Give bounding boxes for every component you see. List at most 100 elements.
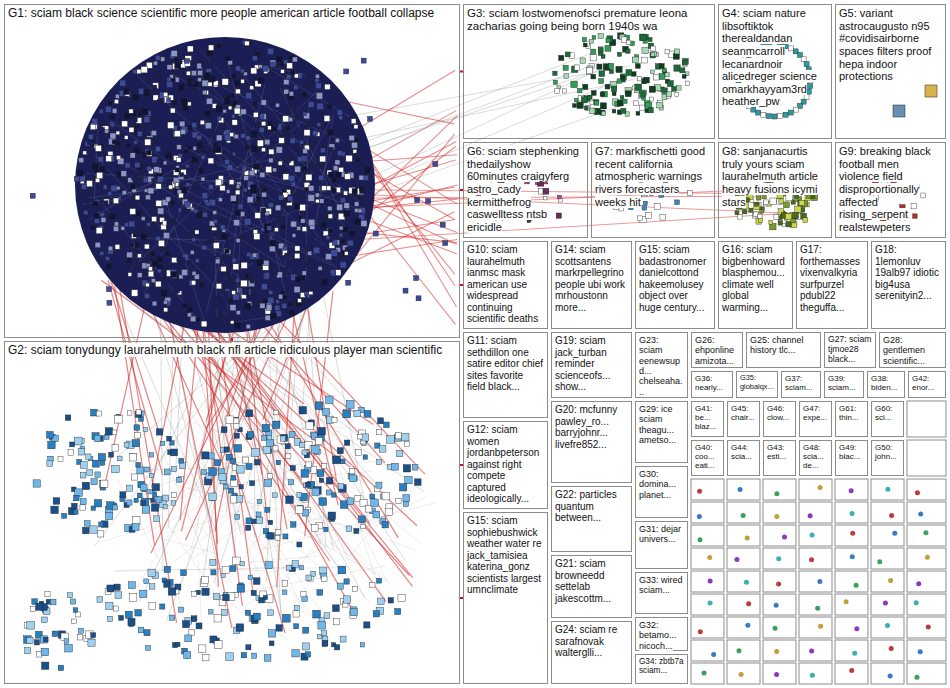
vertex-icon bbox=[799, 200, 804, 205]
vertex-icon bbox=[335, 160, 340, 165]
vertex-icon bbox=[285, 133, 291, 139]
vertex-icon bbox=[344, 210, 350, 216]
vertex-icon bbox=[108, 246, 112, 250]
vertex-icon bbox=[172, 166, 176, 170]
vertex-icon bbox=[260, 172, 265, 177]
vertex-icon bbox=[359, 175, 364, 180]
vertex-icon bbox=[253, 112, 258, 117]
vertex-icon bbox=[232, 120, 237, 125]
vertex-icon bbox=[125, 163, 130, 168]
vertex-icon bbox=[617, 79, 621, 83]
vertex-icon bbox=[113, 226, 118, 231]
vertex-icon bbox=[233, 418, 239, 424]
vertex-icon bbox=[27, 622, 35, 630]
edge-line bbox=[316, 118, 457, 204]
vertex-icon bbox=[316, 199, 320, 203]
vertex-icon bbox=[179, 258, 185, 264]
vertex-icon bbox=[757, 196, 761, 200]
vertex-icon bbox=[633, 101, 638, 106]
vertex-icon bbox=[309, 140, 315, 146]
vertex-icon bbox=[616, 66, 622, 72]
vertex-icon bbox=[412, 464, 418, 470]
vertex-icon bbox=[105, 512, 112, 519]
vertex-icon bbox=[338, 566, 346, 574]
vertex-icon bbox=[101, 480, 108, 487]
vertex-icon bbox=[171, 449, 178, 456]
vertex-icon bbox=[222, 234, 228, 240]
vertex-icon bbox=[574, 65, 579, 70]
vertex-icon bbox=[261, 208, 266, 213]
vertex-icon bbox=[107, 616, 112, 621]
vertex-icon bbox=[118, 270, 124, 276]
vertex-icon bbox=[144, 244, 149, 249]
vertex-icon bbox=[403, 288, 408, 293]
vertex-icon bbox=[109, 114, 114, 119]
vertex-icon bbox=[105, 428, 112, 435]
vertex-icon bbox=[313, 610, 321, 618]
vertex-icon bbox=[295, 246, 300, 251]
vertex-icon bbox=[83, 151, 87, 155]
vertex-icon bbox=[149, 603, 156, 610]
vertex-icon bbox=[106, 287, 111, 292]
vertex-icon bbox=[188, 125, 192, 129]
vertex-icon bbox=[185, 58, 190, 63]
vertex-icon bbox=[306, 462, 311, 467]
vertex-icon bbox=[163, 505, 167, 509]
vertex-icon bbox=[124, 223, 128, 227]
vertex-icon bbox=[350, 475, 357, 482]
vertex-icon bbox=[268, 610, 274, 616]
vertex-icon bbox=[228, 106, 232, 110]
vertex-icon bbox=[571, 81, 577, 87]
vertex-icon bbox=[209, 131, 215, 137]
vertex-icon bbox=[115, 94, 119, 98]
edge-line bbox=[89, 152, 204, 220]
vertex-icon bbox=[224, 98, 230, 104]
vertex-icon bbox=[344, 252, 348, 256]
vertex-icon bbox=[299, 216, 303, 220]
vertex-icon bbox=[204, 200, 208, 204]
vertex-icon bbox=[190, 250, 194, 254]
vertex-icon bbox=[192, 123, 197, 128]
edge-line bbox=[229, 432, 391, 584]
vertex-icon bbox=[617, 100, 623, 106]
vertex-icon bbox=[304, 262, 309, 267]
vertex-icon bbox=[58, 456, 63, 461]
vertex-icon bbox=[91, 479, 97, 485]
vertex-icon bbox=[590, 39, 594, 43]
vertex-icon bbox=[126, 485, 132, 491]
vertex-icon bbox=[133, 233, 137, 237]
vertex-icon bbox=[648, 108, 653, 113]
vertex-icon bbox=[284, 143, 288, 147]
vertex-icon bbox=[164, 566, 170, 572]
vertex-icon bbox=[134, 140, 138, 144]
vertex-icon bbox=[373, 231, 378, 236]
vertex-icon bbox=[297, 157, 302, 162]
vertex-icon bbox=[127, 500, 132, 505]
vertex-icon bbox=[112, 140, 116, 144]
edge-line bbox=[275, 497, 427, 572]
edge-line bbox=[346, 487, 409, 560]
vertex-icon bbox=[180, 173, 184, 177]
vertex-icon bbox=[198, 645, 206, 653]
vertex-icon bbox=[179, 193, 184, 198]
vertex-icon bbox=[145, 467, 150, 472]
vertex-icon bbox=[112, 430, 117, 435]
vertex-icon bbox=[109, 452, 114, 457]
vertex-icon bbox=[264, 235, 269, 240]
vertex-icon bbox=[251, 68, 257, 74]
vertex-icon bbox=[163, 233, 169, 239]
vertex-icon bbox=[177, 145, 182, 150]
vertex-icon bbox=[638, 92, 644, 98]
vertex-icon bbox=[328, 172, 333, 177]
vertex-icon bbox=[760, 209, 764, 213]
edge-line bbox=[285, 214, 287, 269]
vertex-icon bbox=[657, 102, 663, 108]
vertex-icon bbox=[234, 433, 239, 438]
vertex-icon bbox=[274, 228, 278, 232]
vertex-icon bbox=[556, 213, 561, 218]
vertex-icon bbox=[111, 123, 115, 127]
vertex-icon bbox=[253, 253, 257, 257]
vertex-icon bbox=[214, 296, 220, 302]
vertex-icon bbox=[281, 70, 285, 74]
vertex-icon bbox=[301, 470, 309, 478]
